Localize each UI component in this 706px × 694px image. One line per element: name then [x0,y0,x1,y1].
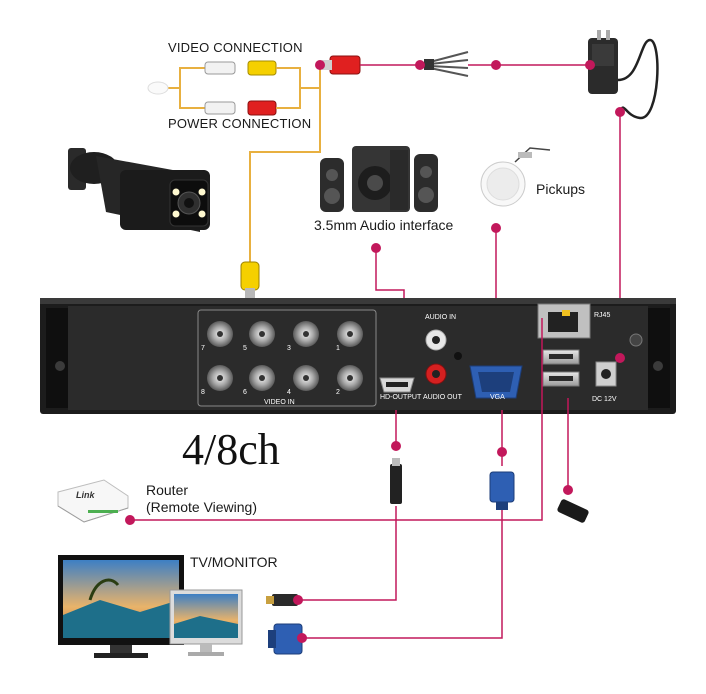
pickup-microphone-icon [480,147,551,207]
router-remote-label: (Remote Viewing) [146,499,258,515]
tv-vga-connector [268,623,303,655]
bnc-number: 1 [336,345,340,352]
hdmi-cable-plug [390,458,402,504]
tv-monitor-icon [58,555,243,658]
tv-monitor-label: TV/MONITOR [190,554,278,570]
dc-port-label: DC 12V [592,396,617,403]
tv-hdmi-connector [266,594,298,606]
bnc-number: 3 [287,345,291,352]
hd-output-port-label: HD-OUTPUT [380,394,422,401]
router-label: Router [146,482,189,498]
video-in-label: VIDEO IN [264,399,295,406]
pickups-label: Pickups [536,181,586,197]
power-splitter [424,51,469,77]
vga-cable-plug [489,471,515,510]
bnc-number: 2 [336,389,340,396]
power-adapter [588,30,659,120]
power-connection-label: POWER CONNECTION [168,116,312,131]
connection-dots [125,60,625,643]
bnc-number: 6 [243,389,247,396]
audio-out-port-label: AUDIO OUT [423,394,462,401]
video-wire [249,88,321,268]
video-power-split-cable [147,60,330,116]
bnc-number: 8 [201,389,205,396]
channel-count-label: 4/8ch [182,425,280,474]
audio-in-port-label: AUDIO IN [425,314,457,321]
router-icon [57,479,129,523]
bnc-number: 5 [243,345,247,352]
video-connection-label: VIDEO CONNECTION [168,40,303,55]
usb-drive-icon [557,499,589,523]
bullet-camera [68,148,210,232]
rj45-port-label: RJ45 [594,312,611,319]
router-logo-text: Link [76,490,95,500]
bnc-plug [240,261,260,298]
dvr-recorder [40,298,676,414]
vga-port-label: VGA [490,394,505,401]
speakers-icon [320,146,438,212]
bnc-inputs [207,321,363,391]
bnc-number: 4 [287,389,291,396]
bnc-number: 7 [201,345,205,352]
dc-power-plug [322,55,361,75]
audio-interface-label: 3.5mm Audio interface [314,217,454,233]
